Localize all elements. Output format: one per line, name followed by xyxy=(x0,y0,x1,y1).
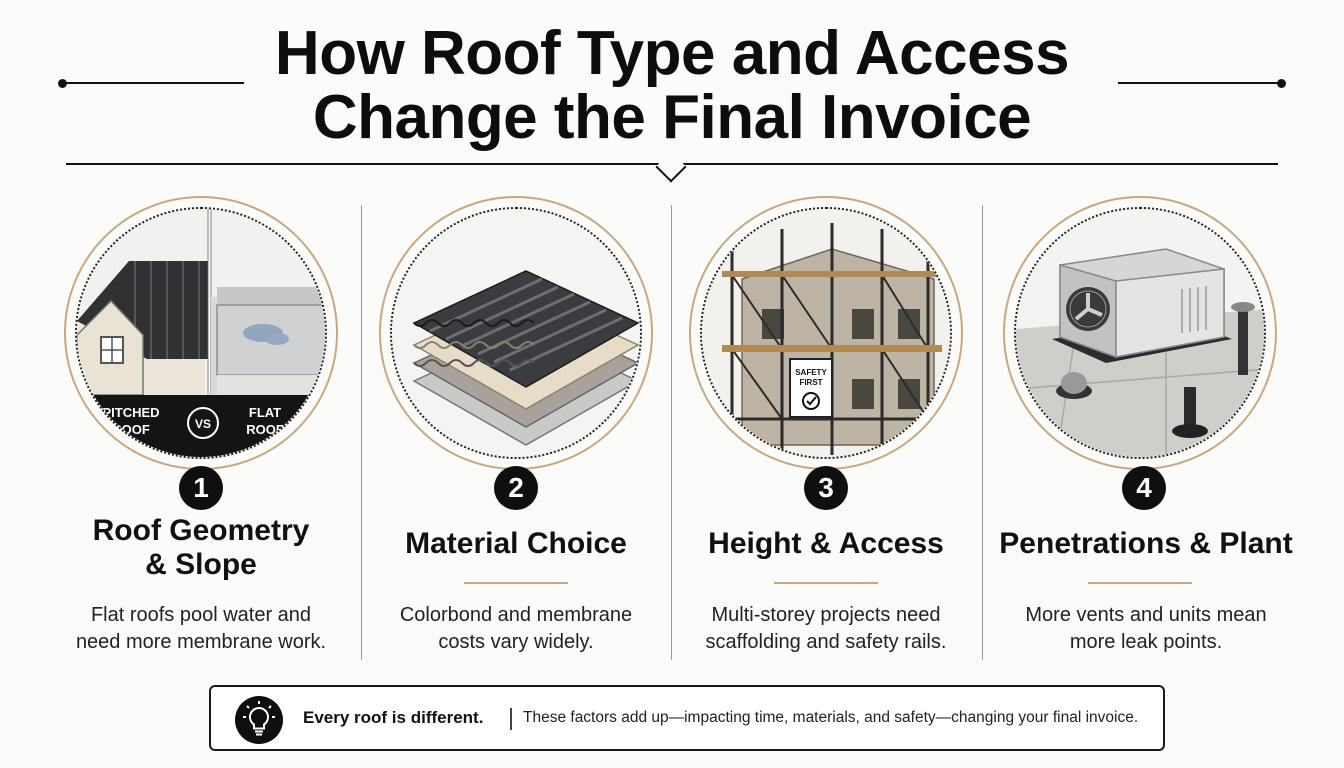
banner-divider xyxy=(510,708,512,730)
page-title-line-2: Change the Final Invoice xyxy=(312,83,1032,152)
factor-description-line: costs vary widely. xyxy=(438,631,594,653)
factor-card-material-choice: 2 Material Choice Colorbond and membrane… xyxy=(361,0,671,680)
column-divider xyxy=(671,205,672,660)
safety-sign-text: SAFETY xyxy=(795,368,827,377)
factor-heading: Material Choice xyxy=(361,527,671,561)
factor-description-line: Colorbond and membrane xyxy=(399,604,633,626)
factor-description-line: Flat roofs pool water and xyxy=(90,604,312,626)
banner-headline: Every roof is different. xyxy=(303,708,484,727)
title-left-line xyxy=(62,82,244,84)
factor-heading-line: Roof Geometry xyxy=(92,514,310,547)
factor-description-line: Multi-storey projects need xyxy=(711,604,941,626)
rooftop-plant-illustration xyxy=(1003,196,1277,470)
factor-description-line: need more membrane work. xyxy=(75,631,327,653)
factor-heading-line: Penetrations & Plant xyxy=(999,527,1293,560)
factor-heading: Penetrations & Plant xyxy=(991,527,1301,561)
factor-description: Flat roofs pool water and need more memb… xyxy=(46,602,356,656)
step-number-badge: 4 xyxy=(1122,466,1166,510)
safety-sign-text: FIRST xyxy=(799,378,822,387)
factor-description: Colorbond and membrane costs vary widely… xyxy=(361,602,671,656)
summary-banner: Every roof is different. These factors a… xyxy=(209,685,1165,751)
roof-comparison-illustration: PITCHED ROOF VS FLAT ROOF xyxy=(64,196,338,470)
factor-heading-line: & Slope xyxy=(145,548,257,581)
scaffolding-illustration: SAFETY FIRST xyxy=(689,196,963,470)
factor-description: Multi-storey projects need scaffolding a… xyxy=(671,602,981,656)
factor-description: More vents and units mean more leak poin… xyxy=(991,602,1301,656)
step-number-badge: 2 xyxy=(494,466,538,510)
title-right-dot xyxy=(1277,79,1286,88)
lightbulb-icon xyxy=(235,696,283,744)
pitched-roof-label: ROOF xyxy=(112,422,150,437)
column-divider xyxy=(982,205,983,660)
column-divider xyxy=(361,205,362,660)
heading-underline xyxy=(1088,582,1192,584)
step-number-badge: 3 xyxy=(804,466,848,510)
versus-label: VS xyxy=(195,417,211,431)
factor-card-roof-geometry: PITCHED ROOF VS FLAT ROOF 1 Roof Geometr… xyxy=(46,0,356,680)
step-number-badge: 1 xyxy=(179,466,223,510)
page-title: How Roof Type and Access Change the Fina… xyxy=(0,22,1344,150)
heading-underline xyxy=(774,582,878,584)
pitched-roof-label: PITCHED xyxy=(102,405,159,420)
flat-roof-label: ROOF xyxy=(246,422,284,437)
page-title-line-1: How Roof Type and Access xyxy=(274,19,1070,88)
factor-heading-line: Height & Access xyxy=(708,527,944,560)
title-right-line xyxy=(1118,82,1282,84)
flat-roof-label: FLAT xyxy=(249,405,281,420)
banner-message: These factors add up—impacting time, mat… xyxy=(523,709,1139,726)
factor-description-line: scaffolding and safety rails. xyxy=(705,631,947,653)
factor-heading: Roof Geometry & Slope xyxy=(46,514,356,582)
factor-card-height-access: SAFETY FIRST 3 Height & Access Multi-sto… xyxy=(671,0,981,680)
heading-underline xyxy=(464,582,568,584)
factor-card-penetrations-plant: 4 Penetrations & Plant More vents and un… xyxy=(991,0,1301,680)
factor-heading-line: Material Choice xyxy=(405,527,627,560)
factor-description-line: More vents and units mean xyxy=(1025,604,1267,626)
factor-description-line: more leak points. xyxy=(1069,631,1223,653)
roofing-sheets-illustration xyxy=(379,196,653,470)
factor-heading: Height & Access xyxy=(671,527,981,561)
